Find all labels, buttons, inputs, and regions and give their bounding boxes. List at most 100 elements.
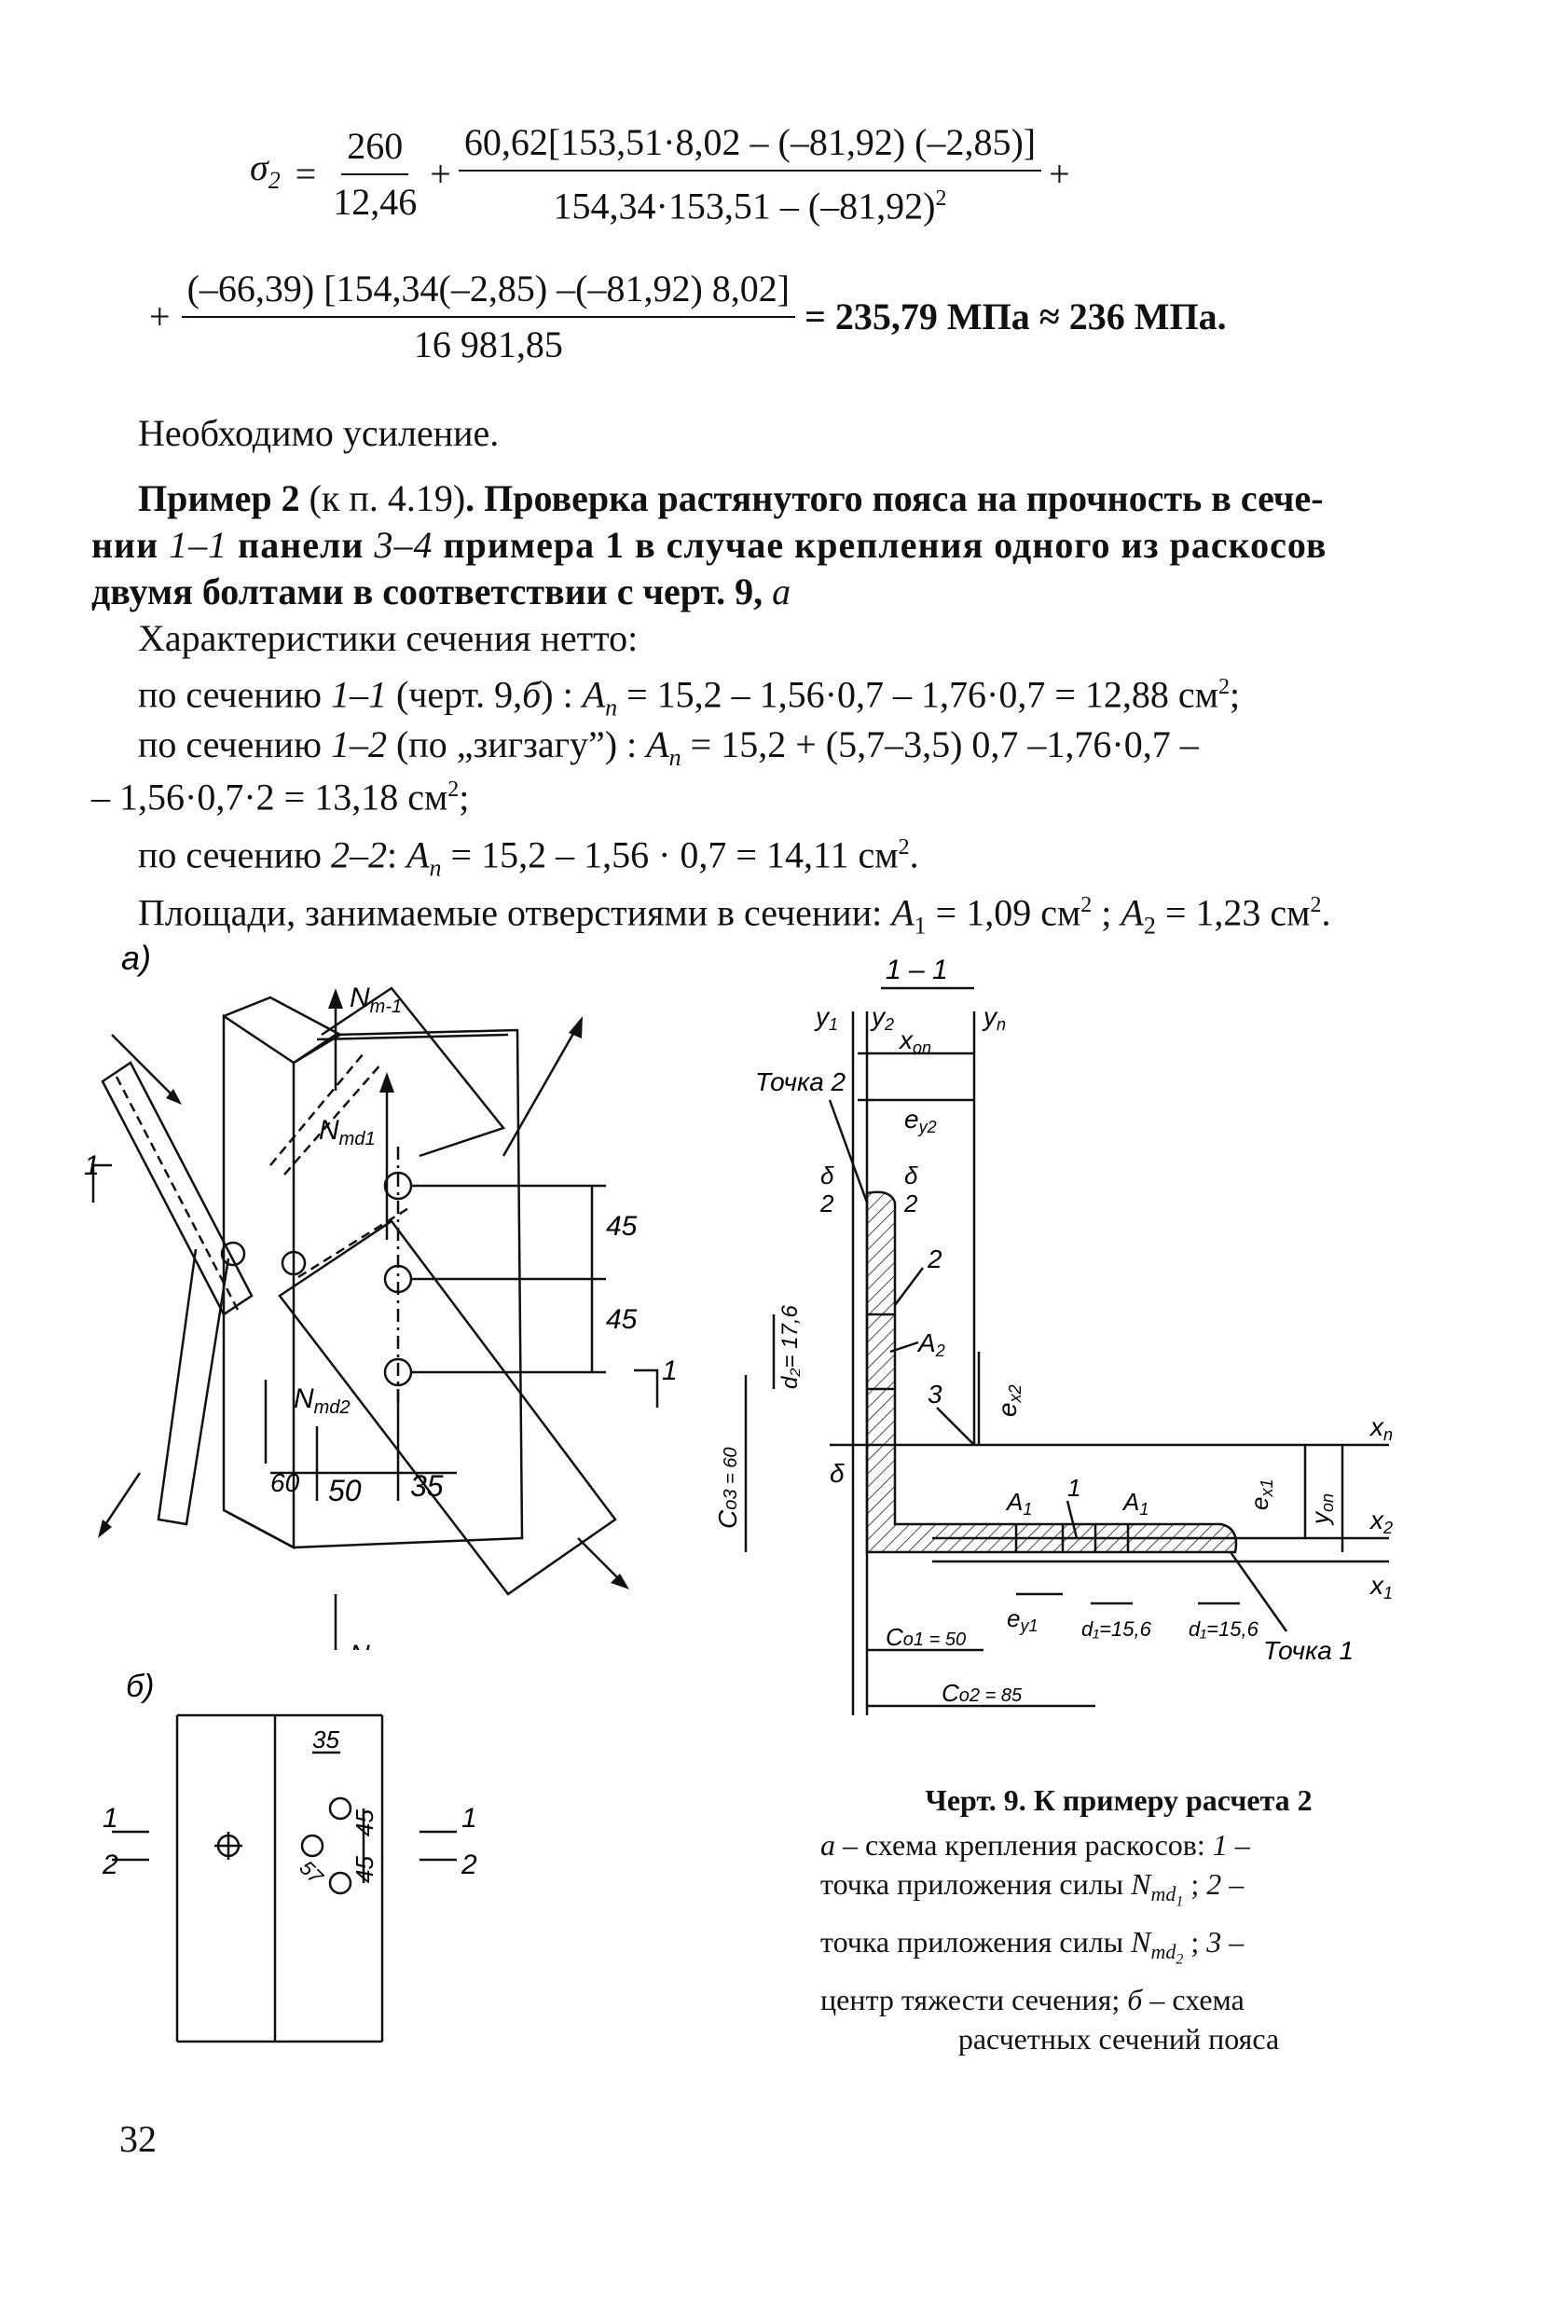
section-id: 1–1 [330, 673, 387, 716]
hole-areas-line: Площади, занимаемые отверстиями в сечени… [138, 882, 1330, 949]
area-subscript: n [605, 694, 618, 722]
label-point-2: Точка 2 [755, 1067, 846, 1096]
caption-text: центр тяжести сечения; [820, 1982, 1121, 2016]
caption-md: md [1150, 1940, 1176, 1964]
hole-areas-label: Площади, занимаемые отверстиями в сечени… [138, 891, 883, 934]
example-line-3-text: двумя болтами в соответствии с черт. 9, [91, 571, 763, 612]
caption-dash: – [1227, 1828, 1250, 1862]
colon: : [386, 833, 398, 876]
formula-line-2: + (–66,39) [154,34(–2,85) –(–81,92) 8,02… [149, 266, 1227, 368]
section-id: 2–2 [330, 833, 387, 876]
example-line-2-part: 1–1 [169, 524, 228, 566]
example-line-2-part: нии [91, 524, 159, 566]
area-subscript: n [668, 744, 681, 771]
section-left-1: 1 [103, 1803, 118, 1834]
label-y-on: yon [1306, 1493, 1337, 1526]
area-symbol: A [1121, 891, 1144, 934]
arrow-right-top [502, 1024, 580, 1157]
chord-top-edge [223, 996, 343, 1065]
dim-45-upper: 45 [606, 1211, 638, 1242]
section-mark-left [91, 1163, 112, 1203]
example-line-2-part: 3–4 [374, 524, 433, 566]
area-symbol: A [891, 891, 915, 934]
leader-1 [1066, 1500, 1079, 1539]
superscript: 2 [447, 777, 460, 802]
label-2: 2 [927, 1245, 942, 1273]
label-e-x2: ex2 [993, 1384, 1025, 1417]
upper-diagonal-hidden-2 [283, 1062, 383, 1176]
figure-a-joint-diagram: а) Nm-1 Nmd1 Nmd2 Nm 45 45 60 50 35 1 1 [84, 942, 678, 1650]
arrowhead [611, 1574, 629, 1589]
label-delta-left: δ [820, 1162, 834, 1190]
section-id: 1–2 [330, 723, 387, 765]
label-e-y2: ey2 [904, 1105, 937, 1136]
caption-line-3: точка приложения силы Nmd2 ; 3 – [820, 1922, 1417, 1980]
label-delta-right: δ [904, 1162, 918, 1190]
left-diagonal-member [101, 1061, 254, 1316]
label-delta-bottom: δ [830, 1459, 845, 1488]
plus-sign: + [430, 153, 451, 195]
fraction-1-denominator: 12,46 [333, 181, 418, 223]
arrowhead [166, 1089, 182, 1105]
leader-3 [936, 1407, 975, 1446]
example-heading-line: Пример 2 (к п. 4.19). Проверка растянуто… [138, 475, 1324, 522]
label-n-m-1: Nm-1 [350, 983, 402, 1017]
area-symbol: A [582, 673, 606, 716]
section-left-2: 2 [102, 1850, 118, 1880]
fraction-3-numerator: (–66,39) [154,34(–2,85) –(–81,92) 8,02] [181, 266, 796, 318]
bolt-hole-bottom [328, 1871, 352, 1895]
dim-45-lower: 45 [606, 1304, 638, 1335]
example-body: . Проверка растянутого пояса на прочност… [465, 477, 1324, 519]
label-3: 3 [928, 1380, 942, 1409]
dim-60: 60 [270, 1468, 300, 1497]
leader-point-1 [1229, 1551, 1288, 1632]
dim-35: 35 [410, 1469, 444, 1503]
caption-md: md [1150, 1882, 1176, 1906]
label-half-right: 2 [903, 1190, 918, 1217]
superscript: 2 [1080, 893, 1093, 917]
label-e-y1: ey1 [1007, 1604, 1038, 1635]
caption-item-1: 1 [1204, 1828, 1228, 1862]
section-1-2-line-2: – 1,56·0,7·2 = 13,18 см2; [91, 766, 469, 820]
punctuation: . [1321, 891, 1331, 934]
caption-item-3: 3 [1199, 1924, 1222, 1959]
punctuation: ; [1229, 673, 1241, 716]
arrow-left-bottom [101, 1472, 142, 1530]
section-label-left: 1 [84, 1150, 100, 1181]
section-ref: (черт. 9, [395, 673, 523, 716]
punctuation: ; [1101, 891, 1112, 934]
section-label: по сечению [138, 833, 322, 876]
label-a1-right: A1 [1121, 1488, 1148, 1519]
leader-point-2 [828, 1099, 869, 1203]
crosshair [214, 1832, 242, 1860]
label-c-o1: Co1 = 50 [886, 1623, 966, 1651]
figure-caption: Черт. 9. К примеру расчета 2 а – схема к… [820, 1781, 1417, 2058]
label-point-1: Точка 1 [1263, 1636, 1354, 1665]
dimension-extension-lines [410, 1184, 606, 1374]
dimension-ticks [315, 1389, 400, 1501]
dim-45-upper: 45 [351, 1809, 378, 1836]
section-right-2: 2 [461, 1850, 477, 1880]
dim-45-lower: 45 [351, 1856, 378, 1883]
formula-result: = 235,79 МПа ≈ 236 МПа. [805, 296, 1227, 337]
left-diagonal-hidden [115, 1076, 240, 1311]
label-d1-a: d₁=15,6 [1081, 1617, 1152, 1641]
label-xn: xn [1369, 1412, 1393, 1444]
label-n-md2: Nmd2 [294, 1383, 351, 1418]
bolt-hole-left [220, 1241, 246, 1267]
figure-b-section-scheme: б) 35 45 45 57 1 2 1 2 [102, 1669, 477, 2043]
dim-57: 57 [295, 1856, 328, 1890]
area-symbol: A [646, 723, 669, 765]
caption-dash: – [1221, 1867, 1245, 1901]
label-x2: x2 [1369, 1506, 1393, 1537]
section-ref-end: ) : [541, 673, 573, 716]
need-reinforcement-text: Необходимо усиление. [138, 412, 500, 454]
area-subscript: 2 [1143, 912, 1156, 940]
label-a2: A2 [916, 1328, 945, 1360]
figure-b-label: б) [126, 1669, 154, 1704]
label-y2: y2 [870, 1002, 894, 1034]
caption-md-sub: 2 [1176, 1951, 1184, 1968]
label-half-left: 2 [819, 1190, 834, 1217]
caption-line-2: точка приложения силы Nmd1 ; 2 – [820, 1864, 1417, 1922]
chord-fillet-line [316, 1033, 509, 1041]
